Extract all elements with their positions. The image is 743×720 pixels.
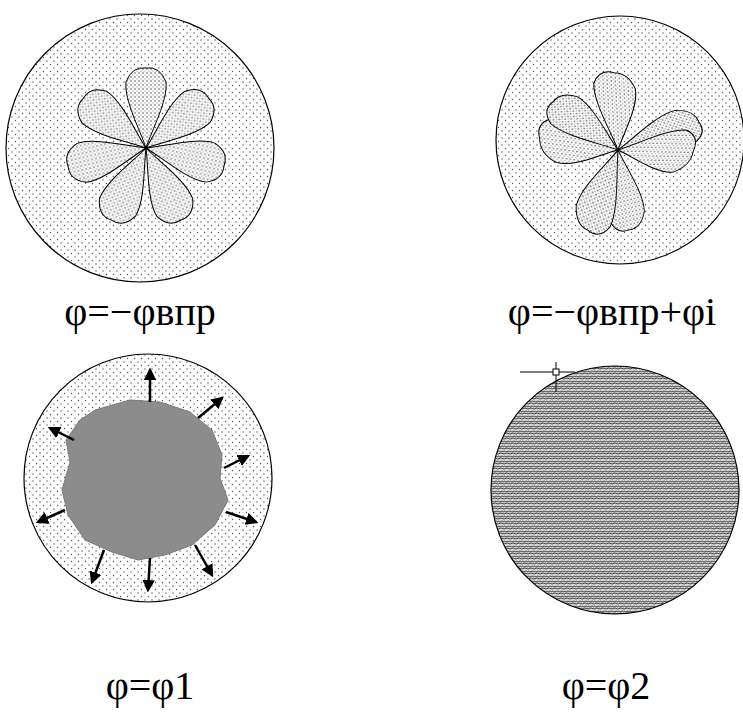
formula-label: φ=φ2 bbox=[562, 663, 651, 708]
formula-label: φ=φ1 bbox=[106, 663, 195, 708]
formula-label: φ=−φвпр bbox=[64, 289, 216, 334]
melting-circle bbox=[24, 354, 272, 602]
crystal-circle bbox=[496, 16, 743, 264]
liquid-circle bbox=[491, 362, 739, 614]
formula-label-wrap: φ=−φвпр+φi bbox=[508, 290, 716, 334]
formula-label-wrap: φ=φ2 bbox=[562, 664, 651, 708]
formula-label: φ=−φвпр+φi bbox=[508, 289, 716, 334]
formula-label-wrap: φ=φ1 bbox=[106, 664, 195, 708]
formula-label-wrap: φ=−φвпр bbox=[64, 290, 216, 334]
crystal-circle bbox=[6, 14, 274, 282]
